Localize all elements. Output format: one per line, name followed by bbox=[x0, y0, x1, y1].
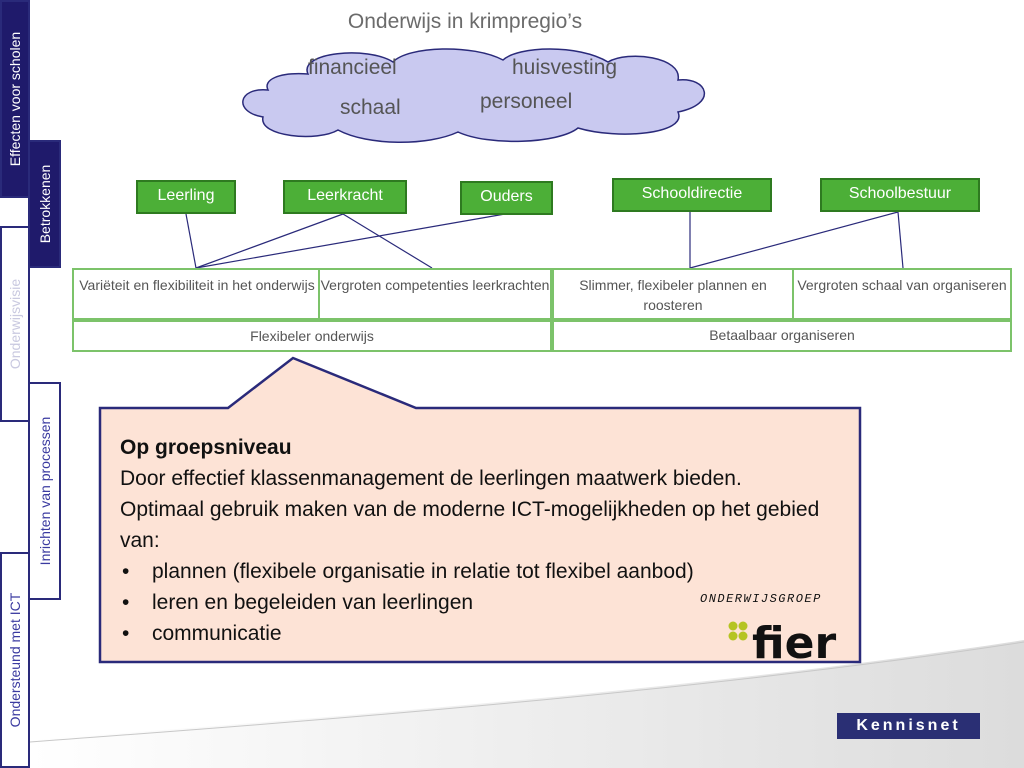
kennisnet-logo: Kennisnet bbox=[837, 713, 980, 739]
role-leerkracht: Leerkracht bbox=[283, 180, 407, 214]
cell-schaal: Vergroten schaal van organiseren bbox=[792, 268, 1012, 320]
tab-inrichten-van-processen[interactable]: Inrichten van processen bbox=[28, 382, 61, 600]
callout-text: Op groepsniveau Door effectief klassenma… bbox=[120, 432, 880, 649]
clover-icon bbox=[728, 621, 748, 641]
cell-plannen: Slimmer, flexibeler plannen en roosteren bbox=[552, 268, 794, 320]
cell-competenties: Vergroten competenties leerkrachten bbox=[318, 268, 552, 320]
cloud-word-schaal: schaal bbox=[340, 96, 401, 119]
tab-betrokkenen[interactable]: Betrokkenen bbox=[28, 140, 61, 268]
cloud-word-financieel: financieel bbox=[308, 56, 397, 79]
role-schoolbestuur: Schoolbestuur bbox=[820, 178, 980, 212]
cell-betaalbaar-organiseren: Betaalbaar organiseren bbox=[552, 320, 1012, 352]
role-schooldirectie: Schooldirectie bbox=[612, 178, 772, 212]
logo-name: fier bbox=[752, 618, 836, 662]
tab-label: Ondersteund met ICT bbox=[7, 592, 23, 728]
list-item: plannen (flexibele organisatie in relati… bbox=[120, 556, 880, 587]
callout-line-1: Door effectief klassenmanagement de leer… bbox=[120, 467, 742, 490]
callout-heading: Op groepsniveau bbox=[120, 436, 292, 459]
tab-label: Inrichten van processen bbox=[36, 416, 53, 566]
cell-flexibeler-onderwijs: Flexibeler onderwijs bbox=[72, 320, 552, 352]
fier-logo: fier bbox=[728, 618, 836, 662]
tab-ondersteund-met-ict[interactable]: Ondersteund met ICT bbox=[0, 552, 30, 768]
cloud-word-huisvesting: huisvesting bbox=[512, 56, 618, 79]
logo-subtitle: ONDERWIJSGROEP bbox=[700, 592, 822, 606]
cloud-word-personeel: personeel bbox=[480, 90, 573, 113]
cloud-shape bbox=[242, 48, 705, 143]
role-leerling: Leerling bbox=[136, 180, 236, 214]
list-item: communicatie bbox=[120, 618, 880, 649]
tab-effecten-voor-scholen[interactable]: Effecten voor scholen bbox=[0, 0, 30, 198]
connector-lines bbox=[185, 211, 904, 269]
cell-varieteit: Variëteit en flexibiliteit in het onderw… bbox=[72, 268, 322, 320]
slide-title: Onderwijs in krimpregio’s bbox=[347, 10, 583, 33]
tab-onderwijsvisie[interactable]: Onderwijsvisie bbox=[0, 226, 30, 422]
callout-bullets: plannen (flexibele organisatie in relati… bbox=[120, 556, 880, 649]
list-item: leren en begeleiden van leerlingen bbox=[120, 587, 880, 618]
callout-line-2: Optimaal gebruik maken van de moderne IC… bbox=[120, 498, 820, 552]
role-ouders: Ouders bbox=[460, 181, 553, 215]
